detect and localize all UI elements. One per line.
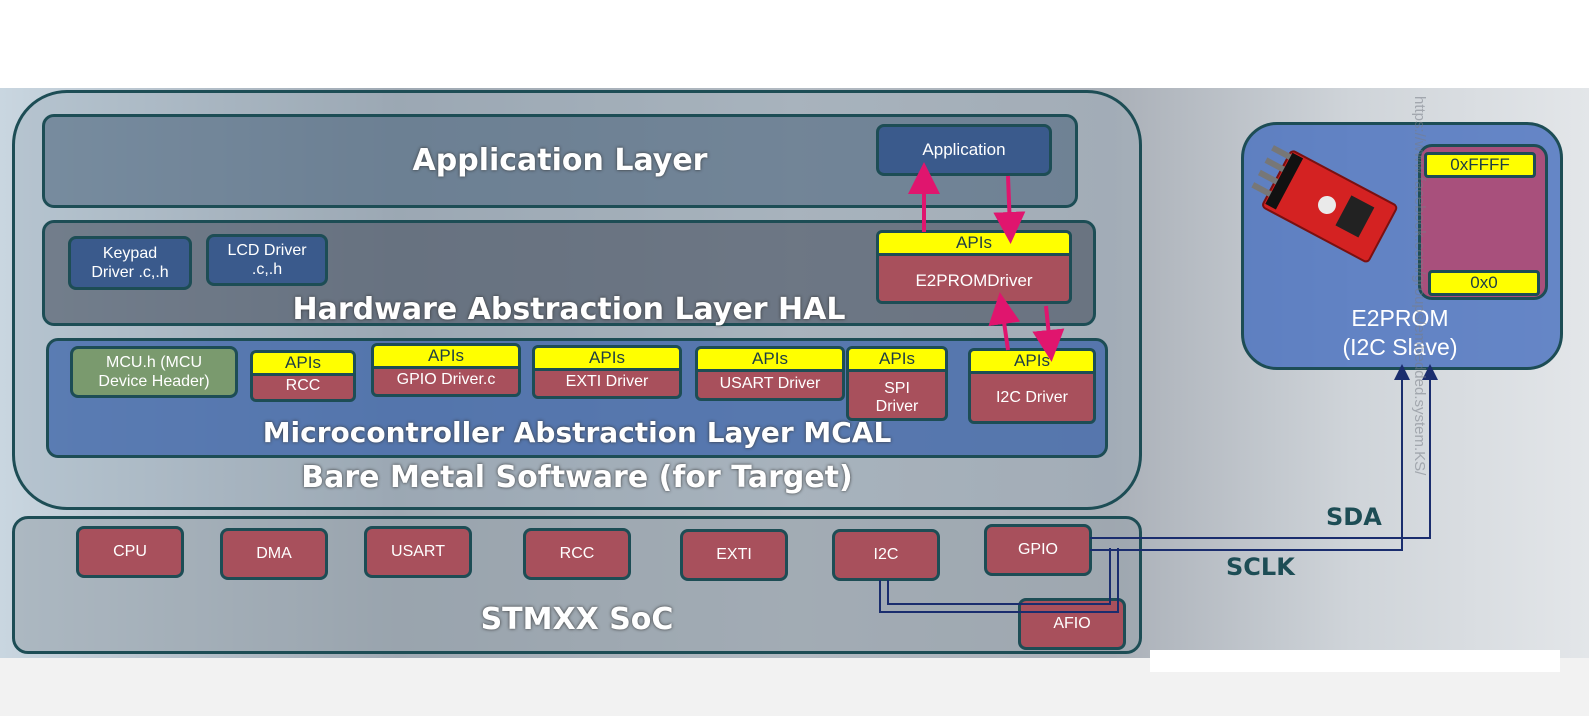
soc-i2c: I2C xyxy=(832,529,940,581)
gpio-driver-label: GPIO Driver.c xyxy=(396,371,496,388)
usart-driver-label: USART Driver xyxy=(719,375,821,392)
sclk-wire xyxy=(1090,364,1410,551)
eeprom-label: E2PROM (I2C Slave) xyxy=(1342,305,1458,360)
white-patch xyxy=(1150,650,1560,672)
soc-exti: EXTI xyxy=(680,529,788,581)
lcd-driver-box: LCD Driver .c,.h xyxy=(206,234,328,286)
rcc-driver-box: APIs RCC xyxy=(250,350,356,402)
soc-title: STMXX SoC xyxy=(480,602,674,637)
sclk-label: SCLK xyxy=(1226,553,1295,581)
arrow-app-to-driver xyxy=(993,175,1026,244)
gpio-apis: APIs xyxy=(374,346,518,369)
application-box: Application xyxy=(876,124,1052,176)
usart-apis: APIs xyxy=(698,349,842,372)
soc-cpu: CPU xyxy=(76,526,184,578)
soc-afio: AFIO xyxy=(1018,598,1126,650)
rcc-driver-label: RCC xyxy=(285,377,321,394)
e2prom-driver-label: E2PROMDriver xyxy=(915,271,1033,290)
bare-metal-title: Bare Metal Software (for Target) xyxy=(301,460,853,495)
watermark-text: https://www.facebook.com/groups/embedded… xyxy=(1412,96,1428,476)
exti-driver-label: EXTI Driver xyxy=(565,373,649,390)
soc-rcc: RCC xyxy=(523,528,631,580)
soc-dma: DMA xyxy=(220,528,328,580)
soc-usart: USART xyxy=(364,526,472,578)
mcu-header-box: MCU.h (MCU Device Header) xyxy=(70,346,238,398)
spi-apis: APIs xyxy=(849,349,945,372)
sda-label: SDA xyxy=(1326,503,1382,531)
exti-driver-box: APIs EXTI Driver xyxy=(532,345,682,399)
exti-apis: APIs xyxy=(535,348,679,371)
rcc-apis: APIs xyxy=(253,353,353,376)
mcal-title: Microcontroller Abstraction Layer MCAL xyxy=(262,416,892,449)
sda-wire xyxy=(1090,364,1438,539)
arrow-e2prom-to-i2c xyxy=(1032,305,1065,362)
i2c-driver-label: I2C Driver xyxy=(995,389,1068,406)
usart-driver-box: APIs USART Driver xyxy=(695,346,845,401)
arrow-i2c-to-e2prom xyxy=(988,292,1021,351)
i2c-driver-box: APIs I2C Driver xyxy=(968,348,1096,424)
spi-driver-label: SPI Driver xyxy=(875,380,919,415)
soc-gpio: GPIO xyxy=(984,524,1092,576)
i2c-afio-wire-outer xyxy=(879,548,1119,613)
i2c-afio-wire-inner xyxy=(887,548,1111,605)
spi-driver-box: APIs SPI Driver xyxy=(846,346,948,421)
eeprom-addr-high: 0xFFFF xyxy=(1424,152,1536,178)
keypad-driver-box: Keypad Driver .c,.h xyxy=(68,236,192,290)
hal-title: Hardware Abstraction Layer HAL xyxy=(292,292,846,327)
application-layer-title: Application Layer xyxy=(412,143,708,178)
gpio-driver-box: APIs GPIO Driver.c xyxy=(371,343,521,397)
eeprom-addr-low: 0x0 xyxy=(1428,270,1540,296)
eeprom-module-image xyxy=(1251,145,1398,263)
